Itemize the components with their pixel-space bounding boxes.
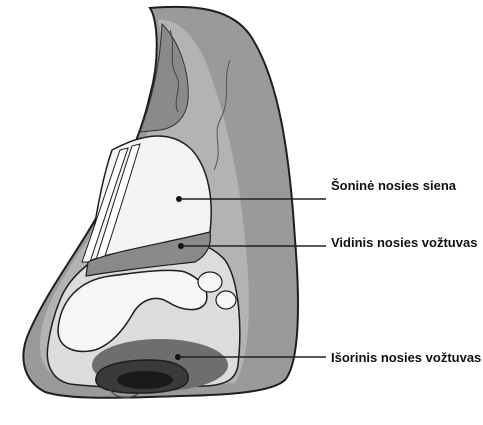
external-valve-label: Išorinis nosies vožtuvas: [331, 350, 481, 365]
nostril-opening: [117, 371, 173, 389]
internal-valve-label: Vidinis nosies vožtuvas: [331, 235, 477, 250]
sesamoid-nodule-1: [198, 272, 222, 292]
lateral-wall-label: Šoninė nosies siena: [331, 178, 457, 193]
sesamoid-nodule-2: [216, 291, 236, 309]
